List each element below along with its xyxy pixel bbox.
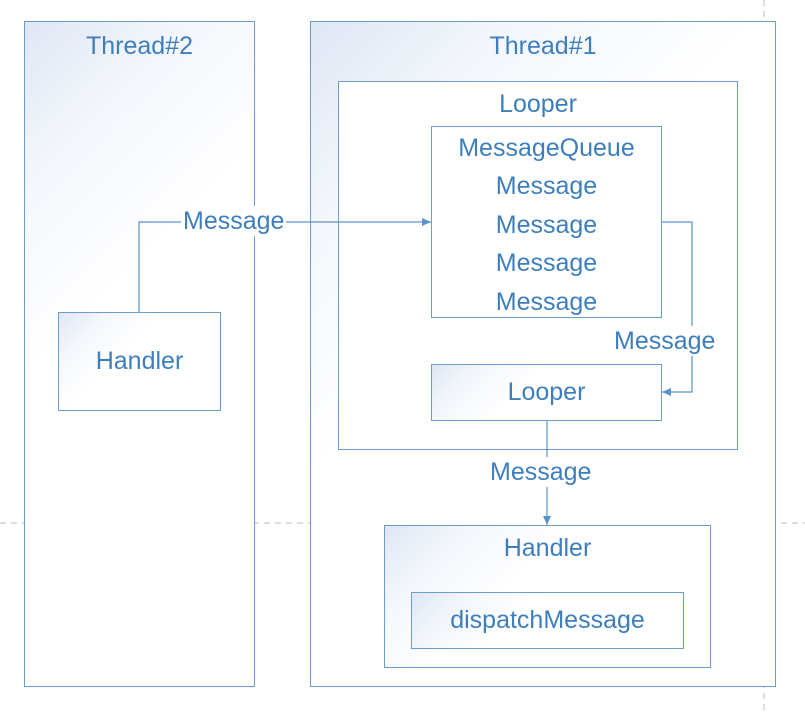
thread1-handler-title: Handler [503, 534, 592, 562]
queue-message-1: Message [495, 172, 598, 200]
dispatch-message-label: dispatchMessage [450, 606, 645, 634]
looper-label: Looper [507, 378, 586, 406]
looper-box: Looper [431, 364, 662, 421]
edge-label-handler-to-queue: Message [181, 206, 287, 236]
queue-message-4: Message [495, 288, 598, 316]
looper-container-title: Looper [499, 90, 577, 118]
dispatch-message-box: dispatchMessage [411, 592, 684, 649]
thread2-title: Thread#2 [85, 32, 194, 60]
thread2-handler-label: Handler [95, 347, 184, 375]
edge-handler-to-queue [138, 218, 431, 312]
edge-label-looper-to-handler: Message [488, 457, 594, 487]
edge-queue-to-looper [662, 221, 693, 396]
thread2-handler-box: Handler [58, 312, 221, 411]
message-queue-box: MessageQueue Message Message Message Mes… [431, 126, 662, 318]
message-queue-title: MessageQueue [458, 134, 635, 162]
queue-message-2: Message [495, 211, 598, 239]
thread1-title: Thread#1 [489, 32, 597, 60]
edge-label-queue-to-looper: Message [612, 326, 718, 356]
queue-message-3: Message [495, 249, 598, 277]
